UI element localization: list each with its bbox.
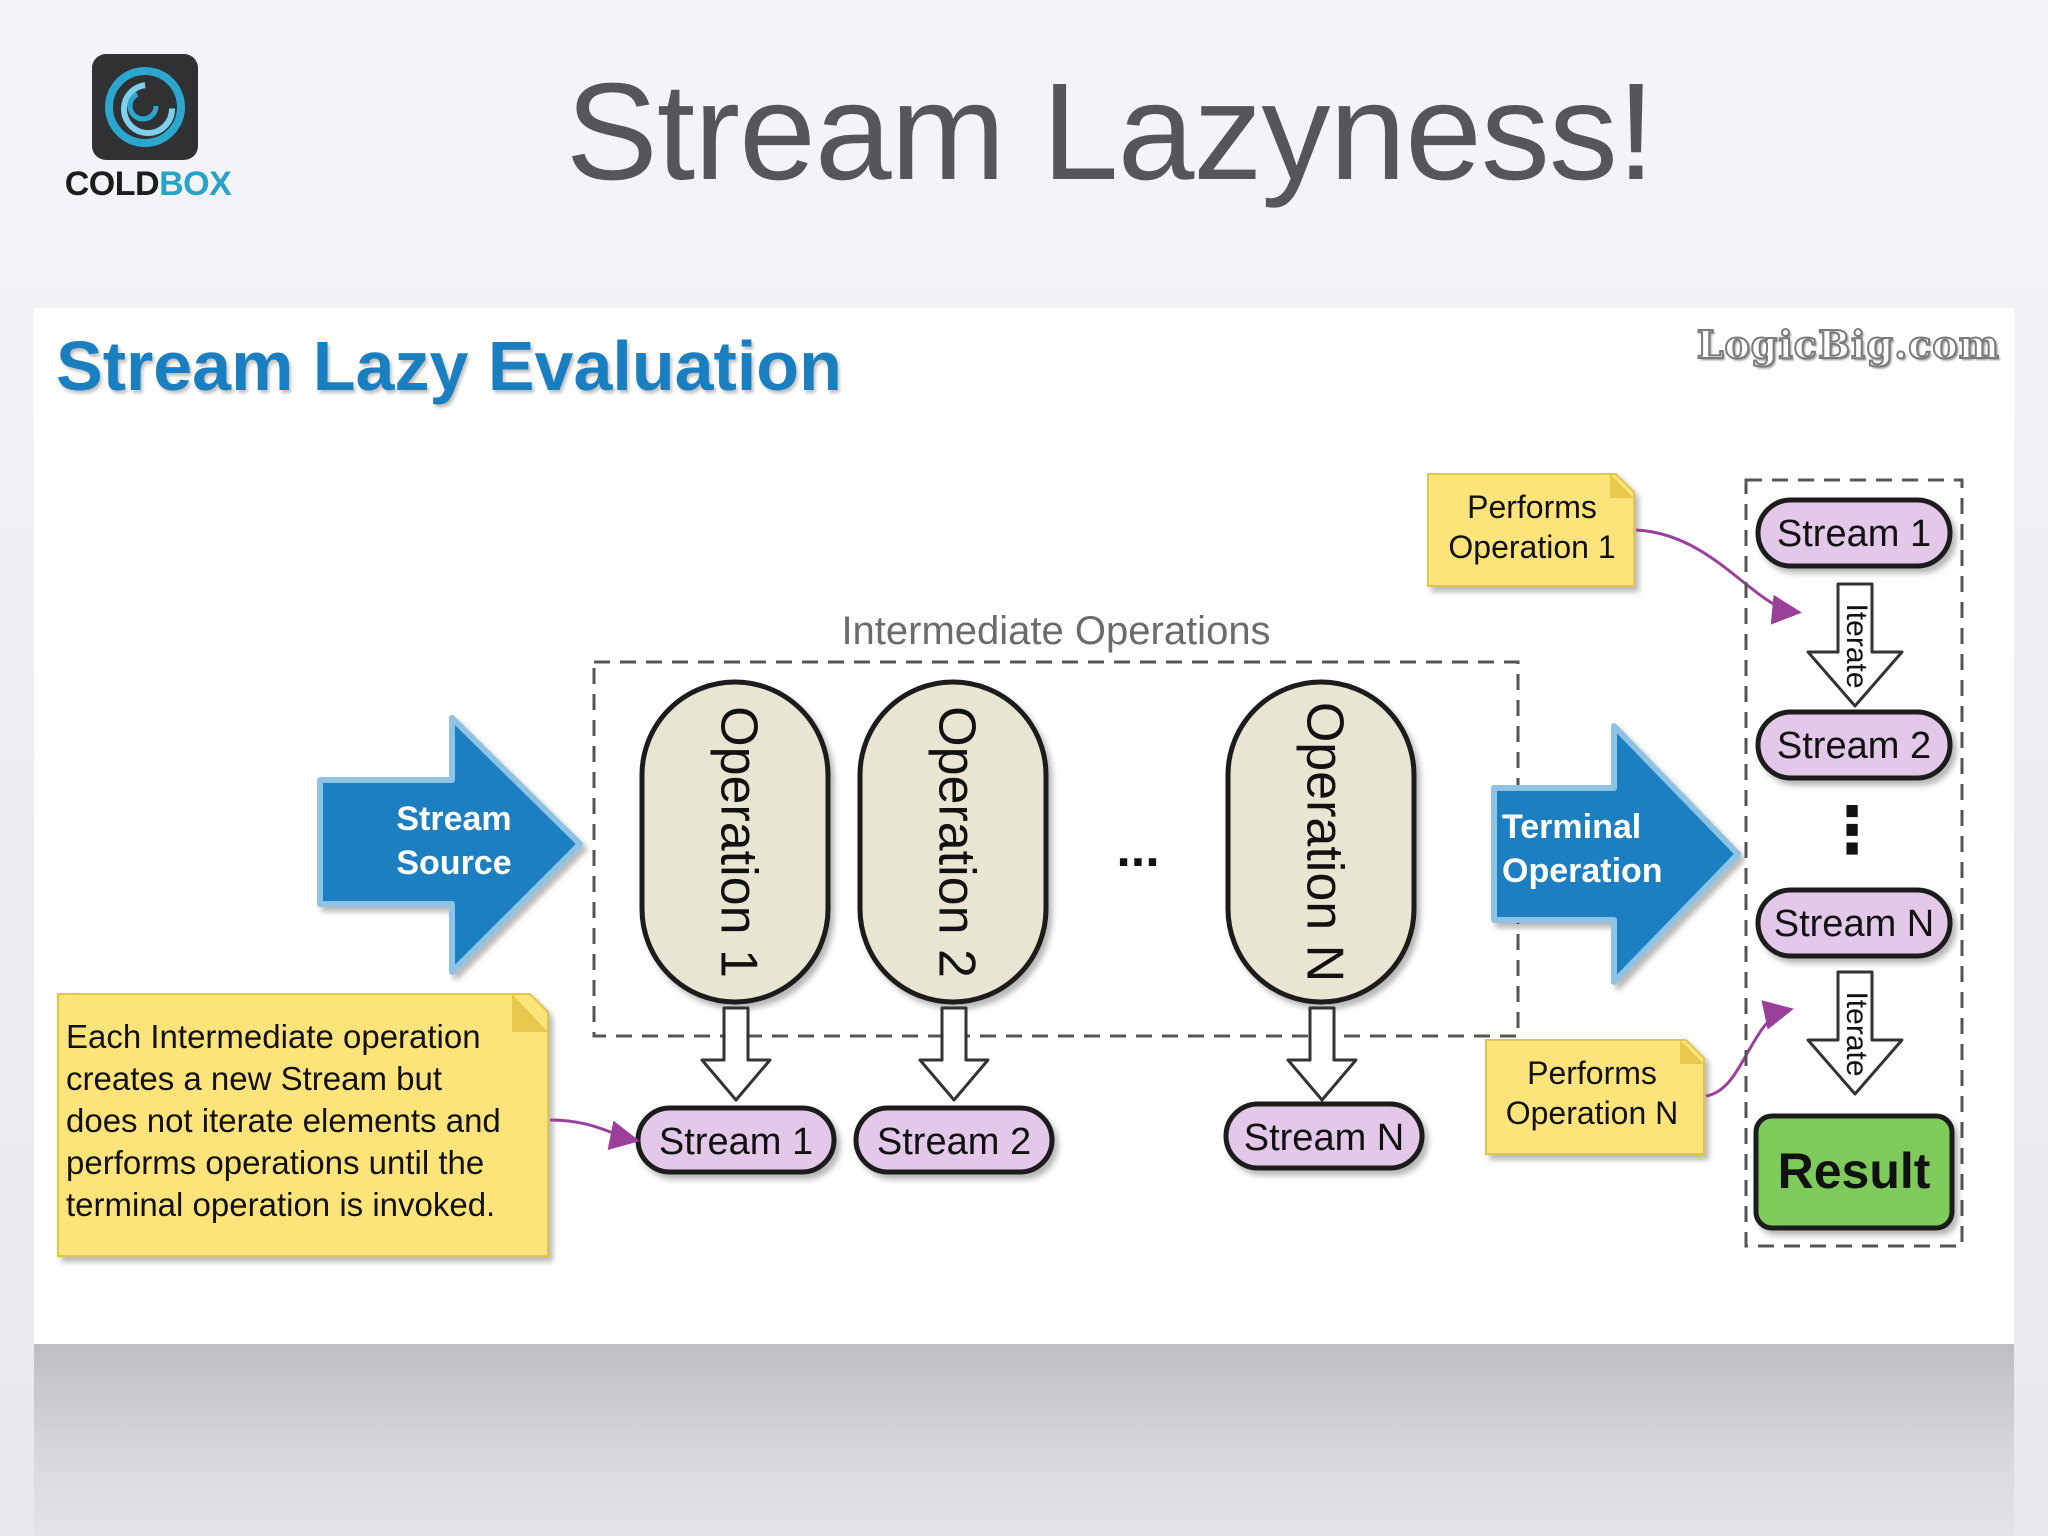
- coldbox-logo: COLDBOX: [56, 52, 240, 204]
- diagram-panel: Stream Lazy Evaluation LogicBig.com Inte…: [34, 308, 2014, 1344]
- performs-operation-1-note: [1427, 473, 1635, 587]
- iterate-arrow-1: [1806, 582, 1904, 708]
- terminal-operation-label-line1: Terminal: [1502, 808, 1641, 846]
- operation-1-label: Operation 1: [709, 706, 767, 978]
- panel-title: Stream Lazy Evaluation: [56, 327, 842, 405]
- output-stream-2-label: Stream 2: [877, 1121, 1031, 1163]
- swirl-icon: [105, 67, 185, 147]
- slide-title: Stream Lazyness!: [565, 55, 1655, 209]
- stream-source-label-line1: Stream: [396, 800, 511, 838]
- result-column-ellipsis: ⋮: [1820, 794, 1884, 866]
- logo-wordmark: COLDBOX: [56, 164, 240, 204]
- performs-operation-1-line2: Operation 1: [1448, 529, 1615, 565]
- operations-ellipsis: ...: [1116, 820, 1159, 878]
- result-stream-1-label: Stream 1: [1777, 513, 1931, 555]
- operation-n-down-arrow: [1286, 1006, 1358, 1102]
- result-stream-n-pill: [1755, 887, 1953, 959]
- result-box: [1753, 1113, 1955, 1231]
- operation-2-down-arrow: [918, 1006, 990, 1102]
- output-stream-n-label: Stream N: [1244, 1117, 1404, 1159]
- performs-operation-n-line2: Operation N: [1506, 1095, 1679, 1131]
- performs-operation-n-note: [1485, 1039, 1705, 1155]
- intermediate-note-line4: performs operations until the: [66, 1144, 484, 1181]
- operation-1-capsule: [639, 679, 831, 1005]
- logo-word-cold: COLD: [64, 165, 160, 203]
- lazy-evaluation-diagram: Intermediate Operations Stream Source Op…: [57, 473, 1964, 1257]
- note-to-stream-connector: [549, 1118, 640, 1150]
- result-stream-2-label: Stream 2: [1777, 725, 1931, 767]
- terminal-operation-label-line2: Operation: [1502, 852, 1663, 890]
- iterate-label-1: Iterate: [1840, 603, 1873, 688]
- operation-1-down-arrow: [700, 1006, 772, 1102]
- intermediate-note-line5: terminal operation is invoked.: [66, 1186, 495, 1223]
- performs-operation-1-line1: Performs: [1467, 489, 1597, 525]
- terminal-operation-arrow: [1491, 723, 1741, 985]
- result-label: Result: [1778, 1143, 1931, 1199]
- output-stream-2-pill: [853, 1105, 1055, 1175]
- operation-n-label: Operation N: [1295, 702, 1353, 982]
- performs-operation-n-line1: Performs: [1527, 1055, 1657, 1091]
- stream-source-label-line2: Source: [396, 844, 511, 882]
- result-stream-2-pill: [1755, 709, 1953, 781]
- panel-reflection: [34, 1344, 2014, 1536]
- logo-word-box: BOX: [159, 165, 232, 203]
- intermediate-note-line1: Each Intermediate operation: [66, 1018, 481, 1055]
- performs-op1-connector: [1635, 528, 1802, 625]
- result-group-border: [1744, 478, 1964, 1248]
- watermark: LogicBig.com: [1696, 321, 2000, 368]
- operation-2-capsule: [857, 679, 1049, 1005]
- result-stream-1-pill: [1755, 497, 1953, 569]
- operation-2-label: Operation 2: [927, 706, 985, 978]
- result-stream-n-label: Stream N: [1774, 903, 1934, 945]
- output-stream-n-pill: [1223, 1101, 1425, 1171]
- intermediate-operations-label: Intermediate Operations: [841, 609, 1270, 653]
- operation-n-capsule: [1225, 679, 1417, 1005]
- iterate-label-2: Iterate: [1840, 991, 1873, 1076]
- intermediate-note-line2: creates a new Stream but: [66, 1060, 442, 1097]
- intermediate-note: [57, 993, 549, 1257]
- output-stream-1-label: Stream 1: [659, 1121, 813, 1163]
- logo-badge: [92, 54, 198, 160]
- iterate-arrow-2: [1806, 970, 1904, 1096]
- stream-source-arrow: [317, 715, 583, 975]
- intermediate-note-line3: does not iterate elements and: [66, 1102, 501, 1139]
